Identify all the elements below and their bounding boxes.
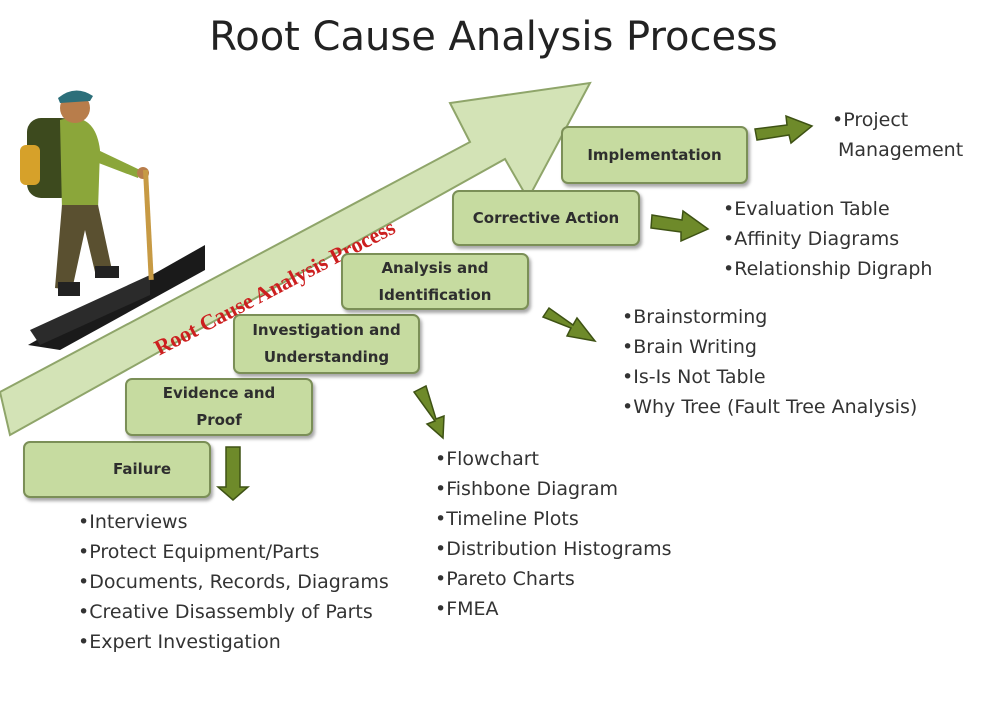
step-investigation-label: Investigation and Understanding xyxy=(252,321,401,366)
list-item: Timeline Plots xyxy=(435,504,672,534)
list-item: Fishbone Diagram xyxy=(435,474,672,504)
list-item: Why Tree (Fault Tree Analysis) xyxy=(622,392,917,422)
list-item: Interviews xyxy=(78,507,389,537)
list-item: Protect Equipment/Parts xyxy=(78,537,389,567)
step-analysis-label: Analysis and Identification xyxy=(378,258,492,304)
list-item: Creative Disassembly of Parts xyxy=(78,597,389,627)
down-arrow-investigation xyxy=(412,384,445,440)
big-process-arrow xyxy=(0,81,592,437)
page-title: Root Cause Analysis Process xyxy=(209,14,778,60)
investigation-tools-list: Flowchart Fishbone Diagram Timeline Plot… xyxy=(435,444,672,624)
step-evidence-proof: Evidence and Proof xyxy=(125,378,313,436)
step-implementation: Implementation xyxy=(561,126,748,184)
list-item: Relationship Digraph xyxy=(723,254,932,284)
list-item: Expert Investigation xyxy=(78,627,389,657)
step-evidence-proof-label: Evidence and Proof xyxy=(162,384,276,429)
step-investigation: Investigation and Understanding xyxy=(233,314,420,374)
analysis-tools-list: Brainstorming Brain Writing Is-Is Not Ta… xyxy=(622,302,917,422)
list-item: Pareto Charts xyxy=(435,564,672,594)
implementation-tools-list: •Project Management xyxy=(832,105,963,165)
step-implementation-label: Implementation xyxy=(587,145,722,164)
list-item: •Project xyxy=(832,109,909,131)
list-item: Evaluation Table xyxy=(723,194,932,224)
step-corrective-action-label: Corrective Action xyxy=(472,208,620,227)
list-item: Flowchart xyxy=(435,444,672,474)
right-arrow-corrective xyxy=(650,209,710,243)
down-arrow-failure xyxy=(215,446,251,501)
list-item: Is-Is Not Table xyxy=(622,362,917,392)
list-item: Distribution Histograms xyxy=(435,534,671,564)
list-item-continuation: Management xyxy=(838,139,964,161)
step-failure-label: Failure xyxy=(112,460,172,478)
step-corrective-action: Corrective Action xyxy=(452,190,640,246)
list-item: Brainstorming xyxy=(622,302,917,332)
list-item: Documents, Records, Diagrams xyxy=(78,567,389,597)
hiker-illustration xyxy=(20,90,205,350)
corrective-tools-list: Evaluation Table Affinity Diagrams Relat… xyxy=(723,194,932,284)
failure-tools-list: Interviews Protect Equipment/Parts Docum… xyxy=(78,507,389,657)
step-analysis: Analysis and Identification xyxy=(341,253,529,310)
list-item: FMEA xyxy=(435,594,672,624)
list-item: Brain Writing xyxy=(622,332,917,362)
step-failure: Failure xyxy=(23,441,211,498)
right-arrow-analysis xyxy=(541,306,597,343)
right-arrow-implementation xyxy=(754,114,814,145)
list-item: Affinity Diagrams xyxy=(723,224,932,254)
